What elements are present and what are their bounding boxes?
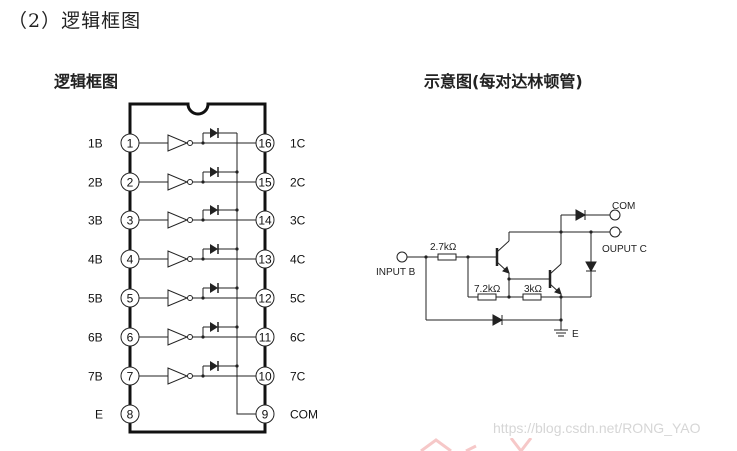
pin-label: 5B <box>88 292 103 306</box>
ic-pin: 12 5C <box>255 288 306 308</box>
pin-label: 4B <box>88 253 103 267</box>
pin-label: 1C <box>290 137 306 151</box>
pin-number: 5 <box>127 292 134 306</box>
diode-icon <box>210 205 218 215</box>
com-bus <box>236 133 256 415</box>
pin-number: 7 <box>127 370 134 384</box>
watermark-url: https://blog.csdn.net/RONG_YAO <box>493 420 701 436</box>
pin-label: 2B <box>88 176 103 190</box>
ic-pin: 4 4B <box>88 249 140 269</box>
ic-pin: 6 6B <box>88 327 140 347</box>
ic-channels <box>139 128 256 415</box>
pin-label: 6C <box>290 331 306 345</box>
pin-label: 3B <box>88 214 103 228</box>
pin-number: 14 <box>258 214 272 228</box>
inverter-icon <box>167 250 189 268</box>
inverter-icon <box>167 328 189 346</box>
ic-pin: 1 1B <box>88 133 140 153</box>
pin-number: 1 <box>127 137 134 151</box>
ic-pin: 16 1C <box>255 133 306 153</box>
inverter-icon <box>167 134 189 152</box>
pin-number: 13 <box>258 253 272 267</box>
ic-pin: 2 2B <box>88 172 140 192</box>
ic-pin: 8E <box>95 404 140 424</box>
pin-number: 9 <box>262 408 269 422</box>
pin-number: 16 <box>258 137 272 151</box>
diode-icon <box>210 244 218 254</box>
pin-number: 3 <box>127 214 134 228</box>
schematic-title: 示意图(每对达林顿管) <box>424 72 583 91</box>
watermark-logo <box>420 438 533 451</box>
pin-label: 6B <box>88 331 103 345</box>
pin-number: 12 <box>258 292 272 306</box>
ic-outline <box>128 102 267 434</box>
inverter-icon <box>167 211 189 229</box>
inverter-icon <box>167 289 189 307</box>
pin-number: 8 <box>127 408 134 422</box>
channel <box>139 361 256 385</box>
pin-number: 2 <box>127 176 134 190</box>
pin-label: 7B <box>88 370 103 384</box>
channel <box>139 244 256 268</box>
ic-package-outline <box>128 102 267 434</box>
pin-number: 6 <box>127 331 134 345</box>
channel <box>139 128 256 152</box>
ic-pin: 10 7C <box>255 366 306 386</box>
channel <box>139 322 256 346</box>
diode-icon <box>210 283 218 293</box>
diode-icon <box>210 128 218 138</box>
logic-diagram-title: 逻辑框图 <box>54 72 119 91</box>
channel <box>139 167 256 191</box>
channel <box>139 283 256 307</box>
ic-pin: 9 COM <box>255 404 318 424</box>
ic-pin: 5 5B <box>88 288 140 308</box>
ic-pin: 7 7B <box>88 366 140 386</box>
pin-label: E <box>95 408 103 422</box>
ic-pin: 15 2C <box>255 172 306 192</box>
inverter-icon <box>167 173 189 191</box>
channel <box>139 205 256 229</box>
pin-number: 15 <box>258 176 272 190</box>
pin-number: 11 <box>259 331 272 345</box>
pin-label: 5C <box>290 292 306 306</box>
pin-label: 3C <box>290 214 306 228</box>
pin-number: 4 <box>127 253 134 267</box>
pin-label: COM <box>290 408 318 422</box>
diode-icon <box>210 361 218 371</box>
pin-label: 7C <box>290 370 306 384</box>
ic-pin: 14 3C <box>255 210 306 230</box>
diode-icon <box>210 167 218 177</box>
ic-pin: 11 6C <box>255 327 306 347</box>
pin-label: 1B <box>88 137 103 151</box>
pin-label: 4C <box>290 253 306 267</box>
section-heading: （2）逻辑框图 <box>8 10 142 32</box>
diode-icon <box>210 322 218 332</box>
pin-number: 10 <box>258 370 272 384</box>
pin-label: 2C <box>290 176 306 190</box>
ic-pin: 13 4C <box>255 249 306 269</box>
inverter-icon <box>167 367 189 385</box>
ic-pin: 3 3B <box>88 210 140 230</box>
